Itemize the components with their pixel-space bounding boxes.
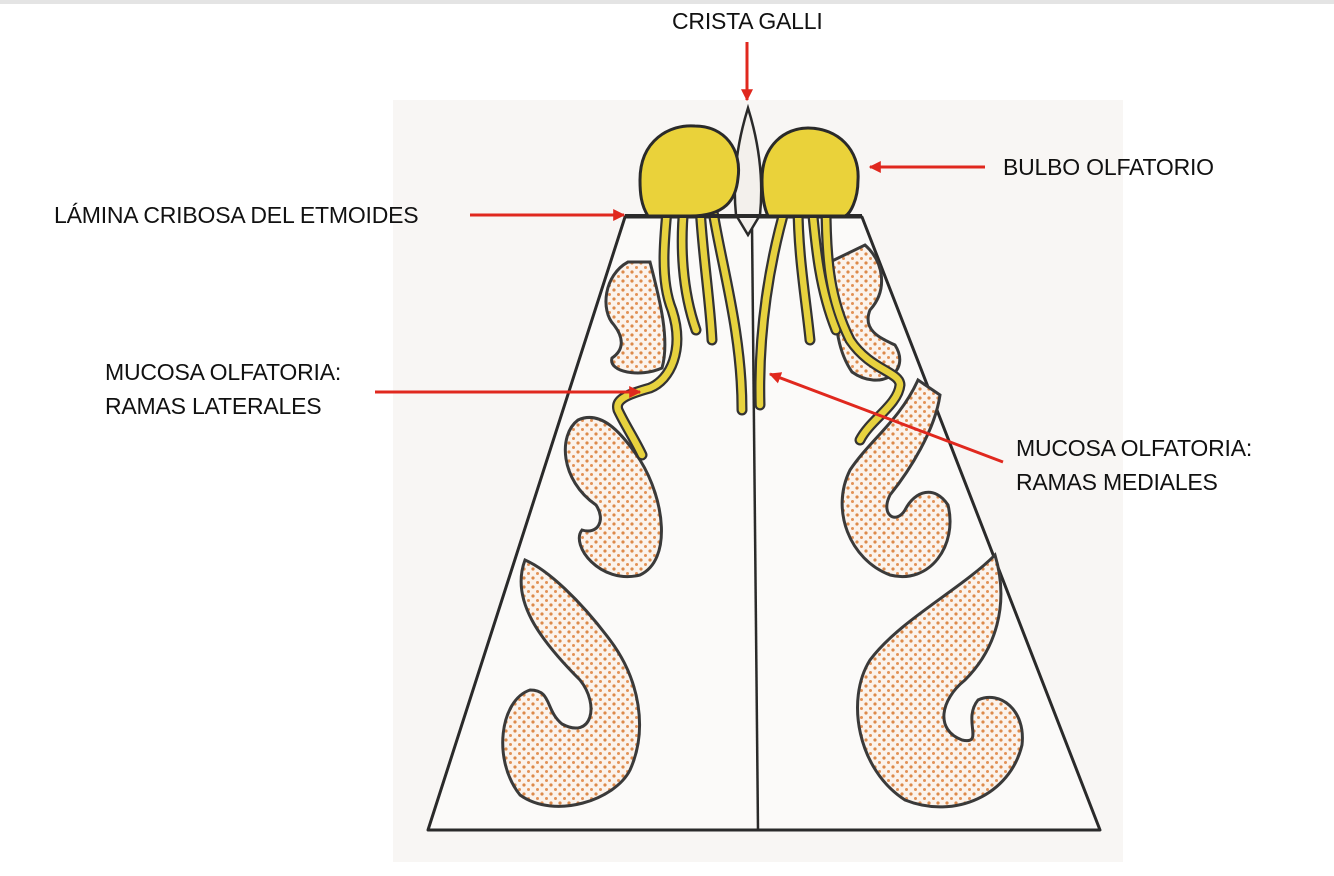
label-crista-galli: CRISTA GALLI bbox=[672, 8, 823, 34]
label-line-2: RAMAS MEDIALES bbox=[1016, 469, 1218, 495]
annotation-arrows bbox=[375, 42, 1004, 464]
right-conchae bbox=[828, 243, 1024, 809]
label-mucosa-ramas-laterales: MUCOSA OLFATORIA: RAMAS LATERALES bbox=[105, 355, 341, 423]
right-lower-concha bbox=[856, 552, 1024, 809]
right-olfactory-bulb bbox=[760, 126, 860, 218]
crista-galli bbox=[733, 103, 763, 238]
right-middle-concha bbox=[840, 377, 952, 578]
left-upper-concha bbox=[604, 260, 667, 375]
olfactory-nerve-branches bbox=[612, 194, 906, 461]
top-divider bbox=[0, 0, 1334, 4]
left-olfactory-bulb bbox=[638, 124, 741, 218]
arrow-ramas-mediales bbox=[768, 372, 1004, 464]
olfactory-bulbs bbox=[638, 124, 860, 218]
label-mucosa-ramas-mediales: MUCOSA OLFATORIA: RAMAS MEDIALES bbox=[1016, 431, 1252, 499]
label-line-1: MUCOSA OLFATORIA: bbox=[1016, 435, 1253, 461]
label-line-2: RAMAS LATERALES bbox=[105, 393, 322, 419]
label-line-1: MUCOSA OLFATORIA: bbox=[105, 359, 342, 385]
label-lamina-cribosa: LÁMINA CRIBOSA DEL ETMOIDES bbox=[54, 202, 419, 228]
left-lower-concha bbox=[501, 557, 641, 808]
label-bulbo-olfatorio: BULBO OLFATORIO bbox=[1003, 154, 1214, 180]
